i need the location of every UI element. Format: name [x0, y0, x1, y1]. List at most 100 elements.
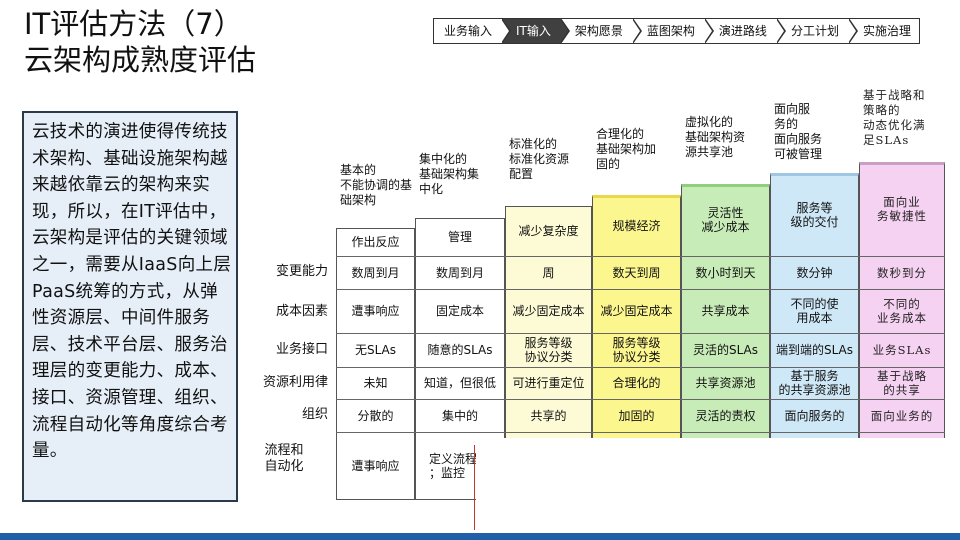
row-separator — [770, 333, 859, 334]
row-separator — [505, 399, 592, 400]
table-cell: 遭事响应 — [351, 304, 400, 318]
row-separator — [336, 399, 415, 400]
row-separator — [505, 333, 592, 334]
row-separator — [505, 367, 592, 368]
table-cell: 服务等级 协议分类 — [524, 336, 573, 364]
table-cell: 共享成本 — [701, 304, 750, 318]
row-label: 流程和 自动化 — [264, 443, 304, 474]
bottom-bar — [0, 533, 960, 540]
level-feature-1: 作出反应 — [351, 235, 400, 249]
table-cell: 灵活的责权 — [695, 408, 756, 423]
crumb-label: 演进路线 — [718, 24, 767, 38]
row-label: 业务接口 — [275, 342, 328, 357]
table-cell: 基于服务 的共享资源池 — [778, 369, 851, 397]
table-cell: 数周到月 — [435, 265, 484, 280]
level-feature-3: 减少复杂度 — [518, 224, 579, 238]
row-separator — [770, 432, 859, 433]
table-cell: 固定成本 — [435, 304, 484, 318]
level-feature-5: 灵活性 减少成本 — [701, 206, 750, 234]
feature-separator — [336, 256, 415, 257]
table-cell: 无SLAs — [354, 343, 397, 357]
white-overlay — [476, 438, 960, 540]
table-cell: 定义流程 ；监控 — [429, 452, 478, 480]
table-cell: 面向业务的 — [870, 408, 934, 423]
row-separator — [592, 367, 681, 368]
row-separator — [859, 399, 945, 400]
crumb-it-input[interactable]: IT输入 — [502, 18, 570, 44]
table-cell: 随意的SLAs — [427, 343, 493, 357]
feature-separator — [859, 256, 945, 257]
page-title-line1: IT评估方法（7） — [24, 7, 243, 41]
table-cell: 数天到周 — [612, 265, 661, 280]
row-labels: 变更能力成本因素业务接口资源利用律组织流程和 自动化 — [240, 0, 328, 540]
level-feature-4: 规模经济 — [612, 218, 661, 233]
row-separator — [505, 289, 592, 290]
table-cell: 不同的使 用成本 — [790, 297, 839, 325]
crumb-governance[interactable]: 实施治理 — [848, 18, 920, 44]
row-separator — [859, 432, 945, 433]
row-separator — [681, 399, 770, 400]
row-separator — [770, 289, 859, 290]
table-cell: 服务等级 协议分类 — [612, 336, 661, 364]
row-separator — [415, 367, 505, 368]
row-separator — [415, 432, 505, 433]
level-feature-2: 管理 — [447, 230, 472, 244]
table-cell: 数小时到天 — [695, 265, 756, 280]
level-header-1: 基本的 不能协调的基 础架构 — [340, 163, 413, 207]
row-separator — [770, 399, 859, 400]
table-cell: 减少固定成本 — [512, 304, 585, 318]
row-separator — [415, 289, 505, 290]
table-cell: 遭事响应 — [351, 459, 400, 473]
crumb-label: 实施治理 — [862, 24, 911, 38]
description-box: 云技术的演进使得传统技术架构、基础设施架构越来越依靠云的架构来实现，所以，在IT… — [22, 111, 238, 502]
table-cell: 灵活的SLAs — [692, 343, 759, 357]
cursor-line — [474, 445, 475, 530]
feature-separator — [770, 256, 859, 257]
crumb-label: 架构愿景 — [574, 24, 623, 38]
crumb-architecture-vision[interactable]: 架构愿景 — [560, 18, 642, 44]
level-header-7: 基于战略和 策略的 动态优化满 足SLAs — [863, 88, 926, 147]
table-cell: 周 — [542, 265, 555, 280]
page-title-line2: 云架构成熟度评估 — [24, 43, 257, 77]
row-separator — [336, 432, 415, 433]
table-cell: 业务SLAs — [872, 343, 932, 357]
row-separator — [681, 333, 770, 334]
level-feature-6: 服务等 级的交付 — [790, 200, 839, 229]
table-cell: 知道，但很低 — [423, 376, 496, 390]
row-separator — [681, 367, 770, 368]
row-separator — [336, 367, 415, 368]
maturity-column-1 — [336, 228, 415, 500]
row-separator — [681, 289, 770, 290]
table-cell: 合理化的 — [612, 376, 661, 390]
level-header-2: 集中化的 基础架构集 中化 — [419, 152, 480, 196]
table-cell: 集中的 — [441, 408, 478, 423]
level-header-6: 面向服 务的 面向服务 可被管理 — [774, 102, 823, 161]
table-cell: 不同的 业务成本 — [877, 297, 927, 325]
table-cell: 未知 — [363, 376, 388, 390]
crumb-blueprint[interactable]: 蓝图架构 — [632, 18, 714, 44]
feature-separator — [681, 256, 770, 257]
row-separator — [592, 289, 681, 290]
crumb-label: IT输入 — [516, 24, 551, 38]
level-feature-7: 面向业 务敏捷性 — [877, 195, 927, 223]
row-separator — [770, 367, 859, 368]
table-cell: 减少固定成本 — [600, 304, 673, 318]
table-cell: 面向服务的 — [784, 408, 845, 423]
row-separator — [336, 289, 415, 290]
table-cell: 数秒到分 — [877, 265, 927, 280]
crumb-roadmap[interactable]: 演进路线 — [704, 18, 786, 44]
table-cell: 数分钟 — [796, 265, 833, 280]
row-label: 资源利用律 — [262, 375, 328, 390]
breadcrumb: 业务输入 IT输入 架构愿景 蓝图架构 演进路线 分工计划 实施治理 — [433, 18, 920, 44]
description-text: 云技术的演进使得传统技术架构、基础设施架构越来越依靠云的架构来实现，所以，在IT… — [32, 122, 232, 462]
row-separator — [592, 399, 681, 400]
table-cell: 共享的 — [530, 408, 567, 423]
row-label: 成本因素 — [275, 304, 328, 319]
feature-separator — [592, 256, 681, 257]
crumb-business-input[interactable]: 业务输入 — [433, 18, 512, 44]
crumb-label: 蓝图架构 — [646, 24, 695, 38]
crumb-work-plan[interactable]: 分工计划 — [776, 18, 858, 44]
row-separator — [859, 289, 945, 290]
table-cell: 基于战略 的共享 — [877, 369, 927, 397]
row-separator — [592, 432, 681, 433]
